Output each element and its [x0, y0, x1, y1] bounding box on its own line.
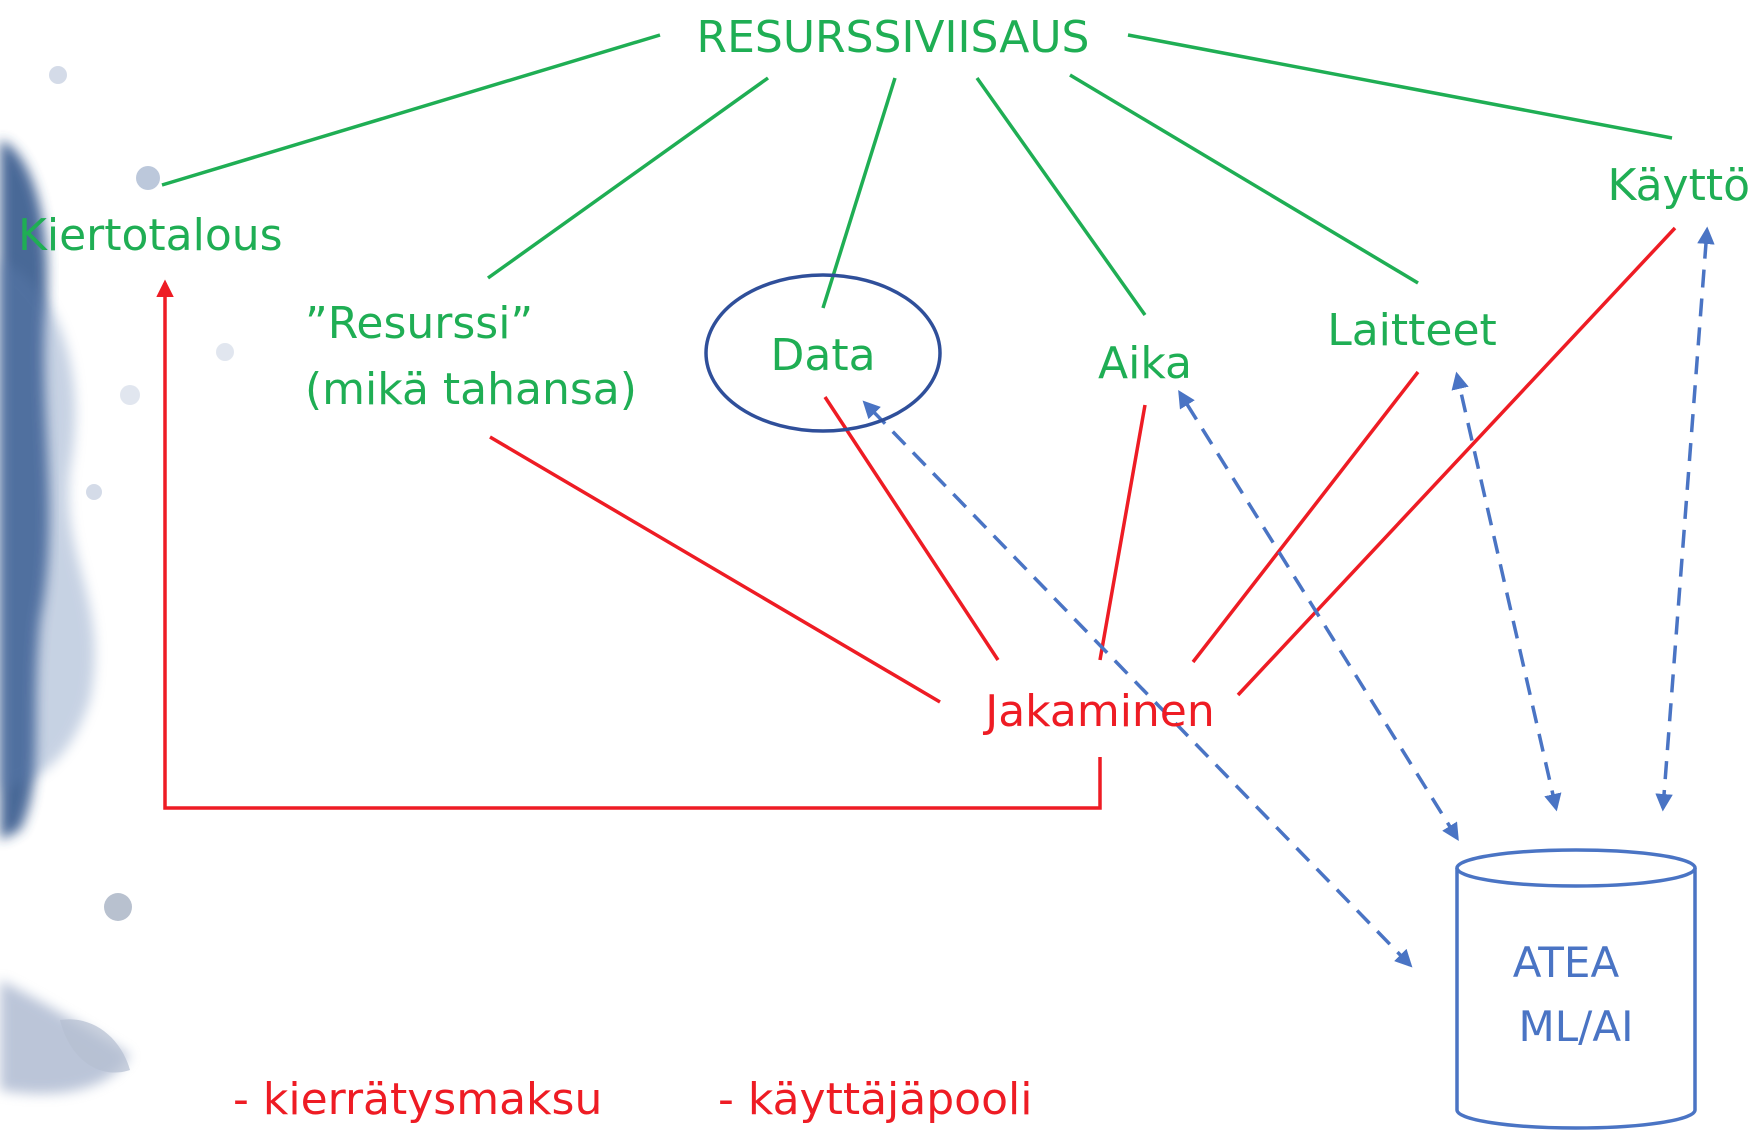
node-laitteet: Laitteet: [1327, 305, 1497, 356]
node-atea-line2: ML/AI: [1519, 1002, 1634, 1051]
node-kaytto: Käyttö: [1607, 160, 1750, 211]
node-data: Data: [770, 330, 875, 381]
arrow-jakaminen-kiertotalous: [156, 279, 1102, 810]
edge-root-aika: [975, 76, 1147, 317]
root-label: RESURSSIVIISAUS: [697, 12, 1090, 63]
edge-root-data: [821, 77, 897, 309]
green-connectors: [161, 33, 1673, 317]
node-aika: Aika: [1098, 338, 1192, 389]
edge-laitteet-jakaminen: [1191, 370, 1420, 664]
data-highlight-ellipse: [704, 273, 942, 433]
edge-root-kaytto: [1127, 33, 1673, 140]
edge-root-laitteet: [1069, 73, 1419, 285]
arrow-atea-data: [862, 400, 1413, 968]
footer-item-kayttajapooli: - käyttäjäpooli: [718, 1074, 1032, 1125]
edge-root-resurssi: [486, 76, 770, 280]
edge-data-jakaminen: [823, 396, 1000, 661]
blue-dashed-connectors: [862, 226, 1715, 968]
node-resurssi-line1: ”Resurssi”: [305, 298, 533, 349]
node-jakaminen: Jakaminen: [982, 686, 1215, 737]
edge-kaytto-jakaminen: [1236, 226, 1677, 697]
arrow-atea-aika: [1178, 390, 1459, 841]
node-kiertotalous: Kiertotalous: [18, 210, 283, 261]
footer-item-kierratysmaksu: - kierrätysmaksu: [233, 1074, 602, 1125]
arrow-atea-laitteet: [1451, 371, 1562, 812]
arrow-atea-kaytto: [1655, 226, 1715, 812]
node-resurssi-line2: (mikä tahansa): [305, 364, 637, 415]
decorative-ink-splash: [0, 66, 234, 1094]
edge-aika-jakaminen: [1098, 404, 1147, 661]
node-atea-line1: ATEA: [1513, 938, 1620, 987]
atea-database-cylinder: [1455, 848, 1697, 1130]
edge-resurssi-jakaminen: [489, 435, 941, 704]
edge-root-kiertotalous: [161, 33, 661, 187]
